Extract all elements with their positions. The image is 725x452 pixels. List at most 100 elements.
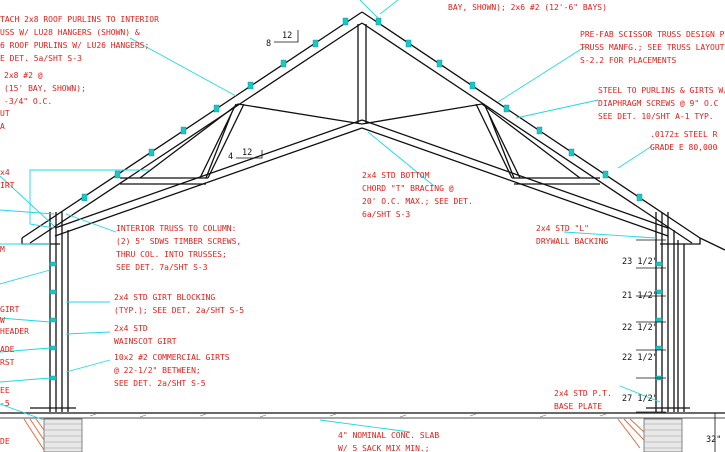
- girt-spacing-4: 22 1/2": [622, 353, 658, 363]
- top-chord-right: [361, 11, 701, 244]
- svg-text:GIRT: GIRT: [0, 305, 19, 314]
- note-girt-blocking: 2x4 STD GIRT BLOCKING (TYP.); SEE DET. 2…: [114, 293, 244, 315]
- girt-spacing-1: 23 1/2": [622, 257, 658, 267]
- note-left-edge-6: EE -5: [0, 386, 10, 408]
- svg-text:WAINSCOT GIRT: WAINSCOT GIRT: [114, 337, 177, 346]
- chord-slope-rise: 4: [228, 152, 233, 162]
- leader-lines: [0, 0, 661, 433]
- svg-text:@ 22-1/2" BETWEEN;: @ 22-1/2" BETWEEN;: [114, 366, 201, 375]
- svg-text:2x4 STD "L": 2x4 STD "L": [536, 224, 589, 233]
- note-roof-purlins: TACH 2x8 ROOF PURLINS TO INTERIOR USS W/…: [0, 15, 159, 63]
- footing-depth: 32": [706, 435, 721, 445]
- lower-chord-right: [512, 177, 600, 185]
- svg-text:GRADE E 80,000: GRADE E 80,000: [650, 143, 718, 152]
- svg-text:HEADER: HEADER: [0, 327, 29, 336]
- web-right: [361, 103, 581, 179]
- note-left-edge-4: GIRT W HEADER: [0, 305, 29, 336]
- svg-text:4" NOMINAL CONC. SLAB: 4" NOMINAL CONC. SLAB: [338, 431, 439, 440]
- svg-text:EE: EE: [0, 386, 10, 395]
- svg-text:2x4 STD P.T.: 2x4 STD P.T.: [554, 389, 612, 398]
- top-chord-left: [21, 11, 363, 244]
- svg-text:IRT: IRT: [0, 181, 15, 190]
- truss-structure: [21, 11, 725, 412]
- king-post: [357, 24, 367, 124]
- note-drywall: 2x4 STD "L" DRYWALL BACKING: [536, 224, 608, 246]
- note-interior-truss: INTERIOR TRUSS TO COLUMN: (2) 5" SDWS TI…: [116, 224, 241, 272]
- footing-left: [23, 418, 83, 452]
- wall-right-outer: [677, 240, 685, 412]
- note-left-edge-2: x4 IRT: [0, 168, 15, 190]
- note-commercial-girts: 10x2 #2 COMMERCIAL GIRTS @ 22-1/2" BETWE…: [114, 353, 230, 388]
- svg-text:SEE DET. 10/SHT A-1 TYP.: SEE DET. 10/SHT A-1 TYP.: [598, 112, 714, 121]
- svg-text:UT: UT: [0, 109, 10, 118]
- note-left-edge-1: UT A: [0, 109, 10, 131]
- girt-spacing-3: 22 1/2": [622, 323, 658, 333]
- svg-text:20' O.C. MAX.; SEE DET.: 20' O.C. MAX.; SEE DET.: [362, 197, 473, 206]
- roof-slope-indicator: 12 8: [266, 30, 299, 49]
- svg-text:W/ 5 SACK MIX MIN.;: W/ 5 SACK MIX MIN.;: [338, 444, 430, 452]
- girt-spacing-5: 27 1/2": [622, 394, 658, 404]
- svg-text:2x4 STD BOTTOM: 2x4 STD BOTTOM: [362, 171, 430, 180]
- svg-text:BASE PLATE: BASE PLATE: [554, 402, 602, 411]
- note-steel-roof: .0172± STEEL R GRADE E 80,000: [650, 130, 718, 152]
- chord-slope-run: 12: [242, 148, 252, 158]
- svg-text:.0172± STEEL R: .0172± STEEL R: [650, 130, 718, 139]
- svg-text:(2) 5" SDWS TIMBER SCREWS,: (2) 5" SDWS TIMBER SCREWS,: [116, 237, 241, 246]
- column-left: [49, 212, 69, 412]
- svg-text:ADE: ADE: [0, 345, 15, 354]
- svg-text:2x8 #2 @: 2x8 #2 @: [4, 71, 43, 80]
- svg-text:x4: x4: [0, 168, 10, 177]
- note-scissor-truss: PRE-FAB SCISSOR TRUSS DESIGN P TRUSS MAN…: [580, 30, 725, 65]
- note-left-edge-3: M: [0, 245, 5, 254]
- note-steel-purlins: STEEL TO PURLINS & GIRTS W/ DIAPHRAGM SC…: [598, 86, 725, 121]
- svg-text:(TYP.); SEE DET. 2a/SHT S-5: (TYP.); SEE DET. 2a/SHT S-5: [114, 306, 244, 315]
- svg-text:SEE DET. 7a/SHT S-3: SEE DET. 7a/SHT S-3: [116, 263, 208, 272]
- note-wainscot: 2x4 STD WAINSCOT GIRT: [114, 324, 177, 346]
- svg-text:USS W/ LU28 HANGERS (SHOWN) &: USS W/ LU28 HANGERS (SHOWN) &: [0, 28, 140, 37]
- web-left: [139, 103, 363, 179]
- svg-text:DRYWALL BACKING: DRYWALL BACKING: [536, 237, 608, 246]
- bottom-chord-left: [54, 119, 363, 237]
- eave-right: [660, 237, 725, 251]
- svg-text:DIAPHRAGM SCREWS @ 9" O.C: DIAPHRAGM SCREWS @ 9" O.C: [598, 99, 719, 108]
- bottom-chord-right: [361, 119, 669, 237]
- svg-text:2x4 STD: 2x4 STD: [114, 324, 148, 333]
- svg-text:2x4 STD GIRT BLOCKING: 2x4 STD GIRT BLOCKING: [114, 293, 215, 302]
- lower-chord-left: [120, 177, 208, 185]
- concrete-slab: [0, 412, 725, 419]
- note-left-edge-5: ADE RST: [0, 345, 15, 367]
- eave-left: [21, 238, 60, 245]
- svg-text:THRU COL. INTO TRUSSES;: THRU COL. INTO TRUSSES;: [116, 250, 227, 259]
- note-top-center: BAY, SHOWN); 2x6 #2 (12'-6" BAYS): [448, 3, 607, 12]
- svg-text:INTERIOR TRUSS TO COLUMN:: INTERIOR TRUSS TO COLUMN:: [116, 224, 236, 233]
- girt-spacing-dimensions: 23 1/2" 21 1/2" 22 1/2" 22 1/2" 27 1/2" …: [622, 239, 721, 445]
- column-right: [655, 212, 675, 412]
- svg-text:(15' BAY, SHOWN);: (15' BAY, SHOWN);: [4, 84, 86, 93]
- svg-text:6 ROOF PURLINS W/ LU26 HANGERS: 6 ROOF PURLINS W/ LU26 HANGERS;: [0, 41, 149, 50]
- svg-text:STEEL TO PURLINS & GIRTS W/: STEEL TO PURLINS & GIRTS W/: [598, 86, 725, 95]
- svg-text:SEE DET. 2a/SHT S-5: SEE DET. 2a/SHT S-5: [114, 379, 206, 388]
- note-base-plate: 2x4 STD P.T. BASE PLATE: [554, 389, 612, 411]
- svg-text:CHORD "T" BRACING @: CHORD "T" BRACING @: [362, 184, 454, 193]
- svg-text:10x2 #2 COMMERCIAL GIRTS: 10x2 #2 COMMERCIAL GIRTS: [114, 353, 230, 362]
- note-chord-bracing: 2x4 STD BOTTOM CHORD "T" BRACING @ 20' O…: [362, 171, 473, 219]
- roof-slope-rise: 8: [266, 39, 271, 49]
- svg-text:A: A: [0, 122, 5, 131]
- svg-text:E DET. 5a/SHT S-3: E DET. 5a/SHT S-3: [0, 54, 82, 63]
- svg-text:RST: RST: [0, 358, 15, 367]
- roof-slope-run: 12: [282, 31, 292, 41]
- svg-text:S-2.2 FOR PLACEMENTS: S-2.2 FOR PLACEMENTS: [580, 56, 677, 65]
- note-left-edge-7: DE: [0, 437, 10, 446]
- note-left-purlin: 2x8 #2 @ (15' BAY, SHOWN); -3/4" O.C.: [4, 71, 86, 106]
- chord-slope-indicator: 12 4: [228, 148, 263, 162]
- note-slab: 4" NOMINAL CONC. SLAB W/ 5 SACK MIX MIN.…: [338, 431, 439, 452]
- footing-dimension: [695, 412, 725, 452]
- svg-text:6a/SHT S-3: 6a/SHT S-3: [362, 210, 410, 219]
- svg-text:TACH 2x8 ROOF PURLINS TO INTER: TACH 2x8 ROOF PURLINS TO INTERIOR: [0, 15, 159, 24]
- footing-right: [617, 418, 683, 452]
- svg-text:PRE-FAB SCISSOR TRUSS DESIGN P: PRE-FAB SCISSOR TRUSS DESIGN P: [580, 30, 725, 39]
- svg-text:-3/4" O.C.: -3/4" O.C.: [4, 97, 52, 106]
- girt-spacing-2: 21 1/2": [622, 291, 658, 301]
